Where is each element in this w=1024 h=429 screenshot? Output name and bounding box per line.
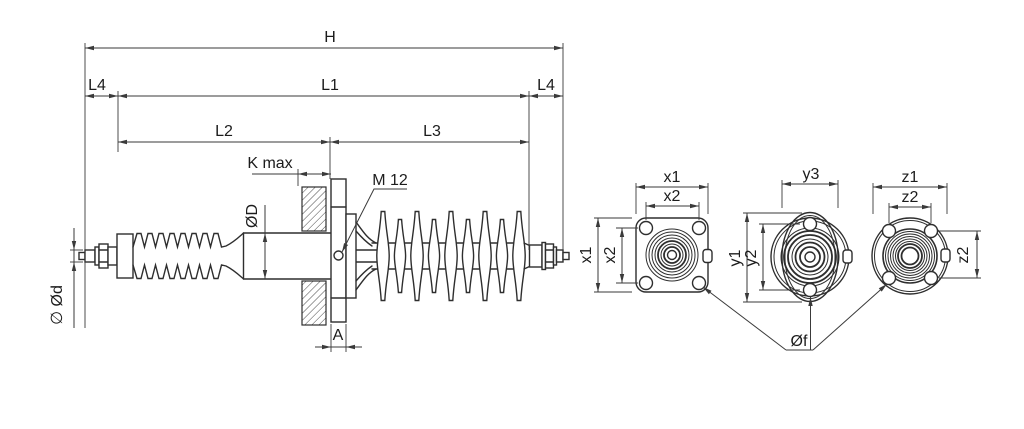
- bolt-hole: [802, 282, 818, 298]
- arrowheads: [71, 45, 563, 350]
- shed-stack: [376, 210, 526, 302]
- dim-label-l1: L1: [321, 77, 339, 94]
- right-stud-assembly: [523, 241, 570, 271]
- dim-label-l2: L2: [215, 123, 233, 140]
- oval-flange-dims: [743, 180, 839, 303]
- side-view: H L4 L1 L4 L2 L3 K max M 12 ØD ∅ Ød A: [49, 29, 570, 352]
- dim-label-h: H: [324, 29, 336, 46]
- mounting-wall: [301, 186, 327, 326]
- bolt-hole: [923, 223, 939, 239]
- dim-label-z1: z1: [902, 169, 919, 186]
- bolt-hole: [691, 220, 707, 236]
- left-stud-assembly: [78, 233, 134, 279]
- bellows-section: [132, 232, 332, 280]
- bolt-hole: [923, 270, 939, 286]
- dim-label-m12: M 12: [372, 172, 408, 189]
- end-view-oval-flange: y3 y1 y2: [727, 166, 853, 303]
- bolt-hole: [802, 216, 818, 232]
- bolt-hole-diameter-callout: Øf: [702, 283, 888, 351]
- dim-label-z2-side: z2: [955, 246, 972, 263]
- terminal-lug: [842, 249, 853, 264]
- dim-label-x1-top: x1: [664, 169, 681, 186]
- dim-label-y3: y3: [803, 166, 820, 183]
- round-flange-dims: [872, 183, 981, 279]
- dim-label-l4-left: L4: [88, 77, 106, 94]
- dim-label-a: A: [333, 327, 344, 344]
- dim-label-od-core: ØD: [244, 204, 261, 228]
- dim-label-of: Øf: [791, 333, 808, 350]
- dim-label-x1-side: x1: [578, 246, 595, 263]
- dim-label-od-stud: ∅ Ød: [49, 285, 66, 325]
- bolt-hole: [881, 270, 897, 286]
- end-view-square-flange: x1 x2 x1 x2: [578, 169, 713, 293]
- dim-label-l4-right: L4: [537, 77, 555, 94]
- flange: [330, 178, 357, 323]
- neck-section: [355, 221, 377, 291]
- bolt-hole: [638, 275, 654, 291]
- dim-label-x2-side: x2: [602, 246, 619, 263]
- bolt-hole: [638, 220, 654, 236]
- end-view-round-flange: z1 z2 z2: [871, 169, 981, 295]
- m12-hole: [333, 250, 344, 261]
- dim-label-x2-top: x2: [664, 188, 681, 205]
- dim-label-k-max: K max: [247, 155, 292, 172]
- dim-label-y1: y1: [727, 249, 744, 266]
- dim-label-y2: y2: [743, 249, 760, 266]
- square-flange-dims: [594, 183, 709, 293]
- terminal-lug: [702, 248, 713, 264]
- bolt-hole: [881, 223, 897, 239]
- dim-label-z2-top: z2: [902, 189, 919, 206]
- dim-label-l3: L3: [423, 123, 441, 140]
- terminal-lug: [940, 248, 951, 263]
- bolt-hole: [691, 275, 707, 291]
